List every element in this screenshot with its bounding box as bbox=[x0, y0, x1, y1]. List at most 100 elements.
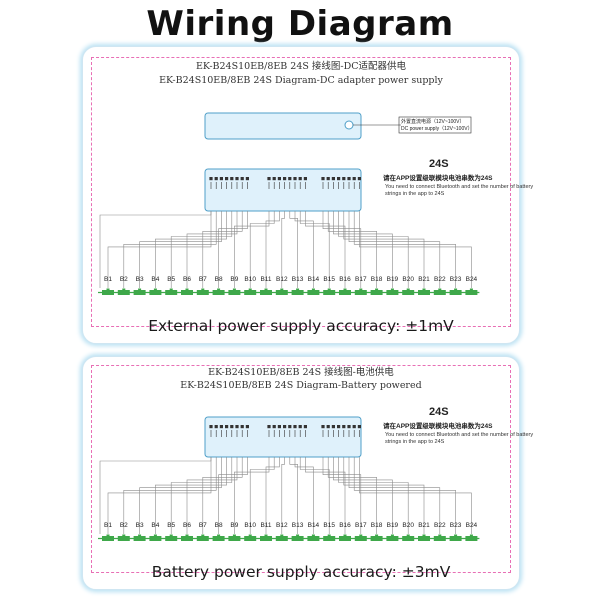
dc-adapter-diagram-panel: EK-B24S10EB/8EB 24S 接线图-DC适配器供电 EK-B24S1… bbox=[82, 46, 533, 344]
balance-wire bbox=[218, 457, 248, 534]
connector-pin bbox=[342, 425, 346, 429]
battery-terminal bbox=[390, 288, 394, 290]
battery-terminal bbox=[375, 534, 379, 536]
connector-pin bbox=[267, 425, 271, 429]
battery-terminal bbox=[311, 534, 315, 536]
balance-wire bbox=[186, 211, 238, 288]
battery-label: B21 bbox=[418, 522, 430, 529]
connector-pin bbox=[352, 425, 356, 429]
battery-label: B13 bbox=[292, 522, 304, 529]
battery-label: B4 bbox=[151, 276, 159, 283]
battery-terminal bbox=[406, 288, 410, 290]
app-setting-note-cn: 请在APP设置级联模块电池串数为24S bbox=[383, 423, 493, 430]
connector-pin bbox=[245, 177, 249, 181]
connector-pin bbox=[357, 177, 361, 181]
balance-wire bbox=[139, 457, 222, 534]
connector-pin bbox=[277, 177, 281, 181]
balance-wire bbox=[202, 457, 243, 534]
connector-pin bbox=[235, 177, 239, 181]
connector-pin bbox=[235, 425, 239, 429]
connector-pin bbox=[357, 425, 361, 429]
battery-label: B17 bbox=[355, 522, 367, 529]
balance-wire bbox=[322, 457, 362, 534]
balance-wire bbox=[155, 457, 227, 534]
connector-pin bbox=[331, 177, 335, 181]
balance-wire bbox=[123, 457, 217, 534]
battery-terminal bbox=[217, 534, 221, 536]
connector-pin bbox=[272, 177, 276, 181]
battery-terminal bbox=[296, 534, 300, 536]
connector-pin bbox=[342, 177, 346, 181]
connector-pin bbox=[326, 425, 330, 429]
battery-label: B13 bbox=[292, 276, 304, 283]
connector-pin bbox=[225, 425, 229, 429]
app-setting-note-en: You need to connect Bluetooth and set th… bbox=[385, 432, 534, 445]
battery-label: B3 bbox=[136, 522, 144, 529]
app-setting-note-en: You need to connect Bluetooth and set th… bbox=[385, 184, 534, 197]
balance-wire bbox=[299, 211, 330, 288]
battery-label: B10 bbox=[244, 522, 256, 529]
connector-pin bbox=[277, 425, 281, 429]
balance-wire bbox=[327, 211, 377, 288]
battery-terminal bbox=[280, 534, 284, 536]
battery-label: B21 bbox=[418, 276, 430, 283]
battery-terminal bbox=[232, 534, 236, 536]
battery-terminal bbox=[248, 534, 252, 536]
balance-wire bbox=[170, 211, 233, 288]
balance-wire bbox=[305, 211, 346, 288]
string-count-label: 24S bbox=[429, 406, 449, 418]
connector-pin bbox=[293, 425, 297, 429]
connector-pin bbox=[283, 177, 287, 181]
battery-label: B17 bbox=[355, 276, 367, 283]
battery-label: B9 bbox=[230, 276, 238, 283]
balance-wire bbox=[139, 211, 222, 288]
balance-wire bbox=[353, 457, 456, 534]
balance-wire bbox=[348, 457, 441, 534]
balance-wire bbox=[294, 211, 314, 288]
battery-terminal bbox=[106, 288, 110, 290]
accuracy-label: External power supply accuracy: ±1mV bbox=[148, 317, 454, 335]
battery-label: B18 bbox=[371, 276, 383, 283]
connector-pin bbox=[240, 177, 244, 181]
balance-wires bbox=[99, 457, 472, 534]
balance-wire bbox=[333, 211, 393, 288]
accuracy-label: Battery power supply accuracy: ±3mV bbox=[151, 563, 451, 581]
battery-label: B15 bbox=[323, 522, 335, 529]
balancer-module bbox=[204, 168, 362, 212]
negative-wire bbox=[99, 457, 212, 534]
battery-terminal bbox=[122, 534, 126, 536]
battery-terminal bbox=[185, 288, 189, 290]
connector-pin bbox=[209, 177, 213, 181]
battery-terminal bbox=[327, 534, 331, 536]
connector-pin bbox=[321, 425, 325, 429]
battery-label: B20 bbox=[402, 522, 414, 529]
battery-label: B18 bbox=[371, 522, 383, 529]
balance-wire bbox=[348, 211, 441, 288]
battery-label: B16 bbox=[339, 276, 351, 283]
battery-label: B9 bbox=[230, 522, 238, 529]
battery-label: B7 bbox=[199, 276, 207, 283]
battery-label: B12 bbox=[276, 276, 288, 283]
balance-wire bbox=[327, 457, 377, 534]
battery-terminal bbox=[169, 534, 173, 536]
balance-wire bbox=[123, 211, 217, 288]
connector-pin bbox=[272, 425, 276, 429]
battery-terminal bbox=[327, 288, 331, 290]
connector-pin bbox=[225, 177, 229, 181]
balance-wire bbox=[359, 211, 472, 288]
app-setting-note-cn: 请在APP设置级联模块电池串数为24S bbox=[383, 175, 493, 182]
dc-power-module bbox=[204, 112, 362, 140]
balance-wire bbox=[186, 457, 238, 534]
dc-label-box bbox=[398, 116, 472, 134]
balance-wire bbox=[333, 457, 393, 534]
connector-pin bbox=[303, 425, 307, 429]
diagram-title-cn: EK-B24S10EB/8EB 24S 接线图-电池供电 bbox=[208, 367, 394, 378]
battery-label: B24 bbox=[466, 276, 478, 283]
dc-input-jack-icon bbox=[344, 120, 354, 130]
battery-terminal bbox=[422, 534, 426, 536]
battery-label: B12 bbox=[276, 522, 288, 529]
battery-label: B23 bbox=[450, 276, 462, 283]
balance-wire bbox=[289, 211, 298, 288]
battery-label: B22 bbox=[434, 276, 446, 283]
